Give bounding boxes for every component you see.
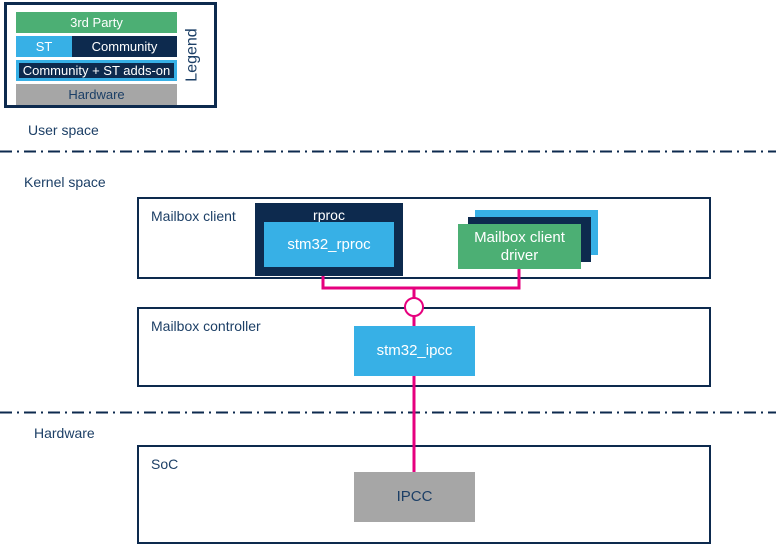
layer-label-user-space: User space — [28, 122, 99, 138]
legend-row-st-community: ST Community — [16, 36, 177, 57]
block-label-rproc-group: rproc — [313, 207, 345, 223]
block-label-mailbox-client-driver-line2: driver — [500, 246, 539, 264]
panel-title-mailbox-controller: Mailbox controller — [151, 318, 261, 334]
layer-label-hardware: Hardware — [34, 425, 95, 441]
block-label-ipcc: IPCC — [396, 488, 433, 506]
legend-row-hardware: Hardware — [16, 84, 177, 105]
legend-title: Legend — [180, 5, 206, 105]
legend-label-st: ST — [35, 39, 53, 54]
legend-box: 3rd Party ST Community Community + ST ad… — [4, 2, 217, 108]
panel-title-soc: SoC — [151, 456, 179, 472]
legend-swatch-st: ST — [16, 36, 72, 57]
legend-rows: 3rd Party ST Community Community + ST ad… — [16, 12, 177, 105]
block-stm32-rproc[interactable]: stm32_rproc — [264, 222, 394, 267]
panel-mailbox-client: Mailbox client — [137, 197, 711, 279]
legend-label-third-party: 3rd Party — [70, 15, 123, 30]
block-mailbox-client-driver[interactable]: Mailbox client driver — [458, 224, 581, 269]
panel-title-mailbox-client: Mailbox client — [151, 208, 236, 224]
legend-label-community-st-addson: Community + ST adds-on — [22, 63, 171, 78]
block-label-stm32-ipcc: stm32_ipcc — [376, 342, 453, 360]
block-label-mailbox-client-driver-line1: Mailbox client — [474, 229, 565, 247]
layer-label-kernel-space: Kernel space — [24, 174, 106, 190]
divider-kernel-hardware — [0, 411, 776, 414]
block-label-stm32-rproc: stm32_rproc — [287, 235, 371, 253]
legend-title-text: Legend — [184, 28, 202, 82]
legend-label-hardware: Hardware — [68, 87, 125, 102]
legend-swatch-community: Community — [72, 36, 177, 57]
legend-row-community-st-addson: Community + ST adds-on — [16, 60, 177, 81]
divider-user-kernel — [0, 150, 776, 153]
block-ipcc[interactable]: IPCC — [354, 472, 475, 522]
block-stm32-ipcc[interactable]: stm32_ipcc — [354, 326, 475, 376]
legend-label-community: Community — [91, 39, 158, 54]
legend-row-third-party: 3rd Party — [16, 12, 177, 33]
